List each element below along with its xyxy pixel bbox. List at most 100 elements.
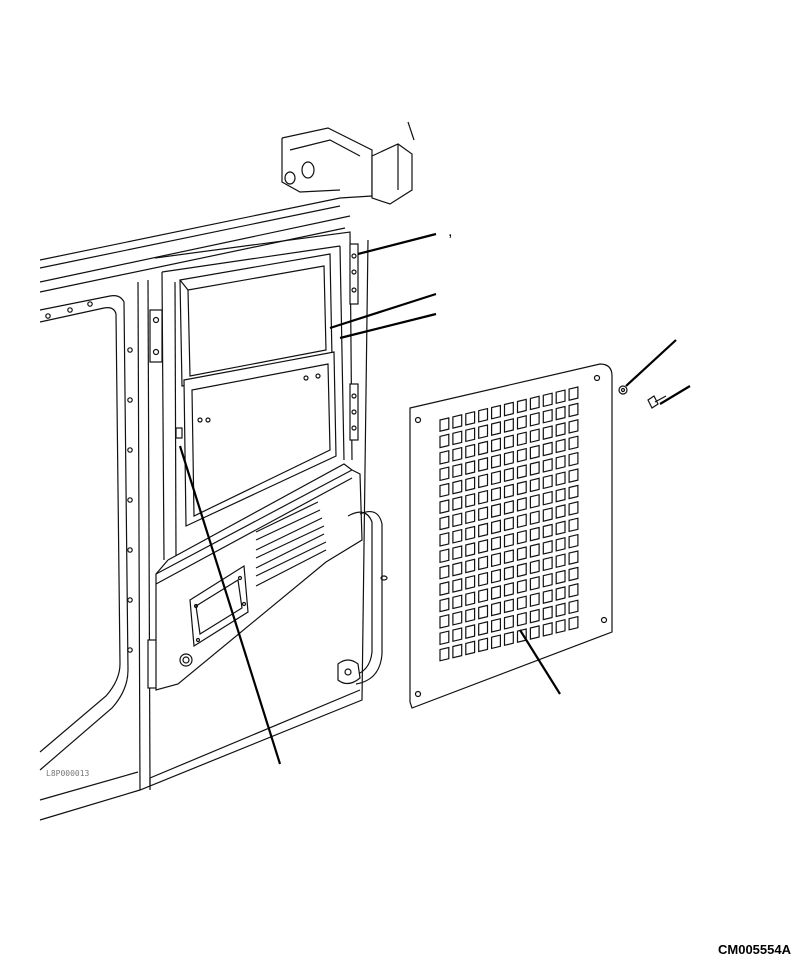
grille-hole bbox=[439, 564, 450, 580]
grille-hole bbox=[452, 512, 463, 528]
grille-hole bbox=[529, 461, 540, 476]
grille-hole bbox=[555, 438, 566, 454]
grille-hole bbox=[503, 450, 514, 466]
leader-line-7 bbox=[178, 445, 282, 765]
grille-hole bbox=[452, 594, 463, 610]
grille-hole bbox=[555, 471, 566, 487]
grille-hole bbox=[491, 585, 501, 600]
leader-line-2 bbox=[329, 292, 437, 330]
grille-hole bbox=[491, 470, 501, 486]
grille-hole bbox=[568, 533, 579, 549]
lower-door-panel bbox=[155, 463, 363, 691]
grille-hole bbox=[465, 624, 476, 639]
grille-hole bbox=[555, 422, 566, 437]
grille-hole bbox=[439, 449, 450, 465]
grille-hole bbox=[555, 454, 566, 470]
grille-hole bbox=[542, 441, 553, 457]
grille-hole bbox=[465, 509, 476, 525]
grille-hole bbox=[516, 415, 527, 430]
grille-hole bbox=[516, 497, 527, 512]
grille-hole bbox=[465, 492, 476, 508]
grille-hole bbox=[529, 608, 540, 624]
leader-line-3 bbox=[339, 312, 437, 340]
nut-icon bbox=[618, 385, 628, 395]
grille-hole bbox=[503, 516, 514, 532]
grille-hole bbox=[478, 473, 489, 489]
grille-hole bbox=[478, 440, 489, 456]
leader-line-1 bbox=[357, 232, 437, 256]
grille-hole bbox=[529, 428, 540, 444]
grille-hole bbox=[555, 520, 566, 536]
grille-hole bbox=[529, 543, 540, 558]
grille-hole bbox=[439, 482, 450, 498]
grille-hole bbox=[491, 503, 501, 518]
serial-label: L8P000013 bbox=[46, 769, 90, 778]
grille-hole bbox=[491, 601, 501, 617]
grille-hole bbox=[465, 591, 476, 607]
grille-hole bbox=[529, 444, 540, 460]
grille-hole bbox=[465, 574, 476, 590]
grille-hole bbox=[568, 501, 579, 516]
grille-hole bbox=[555, 553, 566, 569]
sliding-window-panel bbox=[175, 351, 337, 527]
window-rivets bbox=[45, 301, 133, 653]
grille-hole bbox=[503, 582, 514, 597]
grille-hole bbox=[452, 578, 463, 593]
grille-hole bbox=[555, 569, 566, 585]
grille-hole bbox=[439, 417, 450, 432]
grille-hole bbox=[452, 463, 463, 479]
grille-hole bbox=[503, 631, 514, 647]
grille-hole bbox=[555, 536, 566, 552]
grille-hole bbox=[452, 414, 463, 429]
grille-hole bbox=[568, 451, 579, 467]
grille-hole bbox=[503, 614, 514, 630]
grille-hole bbox=[503, 549, 514, 565]
grille-hole bbox=[516, 562, 527, 578]
grille-hole bbox=[452, 528, 463, 544]
door-frame bbox=[147, 231, 359, 689]
grille-hole bbox=[542, 605, 553, 621]
grille-hole bbox=[516, 595, 527, 611]
grille-hole bbox=[568, 435, 579, 451]
leader-lines bbox=[178, 232, 691, 765]
grille-hole bbox=[478, 522, 489, 538]
grille-hole bbox=[465, 476, 476, 492]
grille-hole bbox=[503, 401, 514, 417]
grille-hole bbox=[542, 572, 553, 588]
door-handle bbox=[337, 511, 388, 685]
grille-hole bbox=[452, 479, 463, 495]
grille-hole bbox=[478, 621, 489, 636]
grille-hole bbox=[491, 568, 501, 584]
grille-hole bbox=[465, 558, 476, 574]
grille-hole bbox=[452, 561, 463, 577]
grille-hole bbox=[452, 627, 463, 643]
grille-hole bbox=[516, 513, 527, 529]
leader-line-5 bbox=[659, 385, 691, 405]
grille-hole bbox=[542, 490, 553, 506]
grille-hole bbox=[503, 483, 514, 499]
grille-hole bbox=[503, 500, 514, 515]
grille-hole bbox=[465, 525, 476, 541]
grille-hole bbox=[439, 630, 450, 646]
grille-hole bbox=[478, 457, 489, 472]
grille-hole bbox=[465, 410, 476, 426]
grille-hole bbox=[452, 496, 463, 511]
grille-hole bbox=[516, 398, 527, 414]
grille-hole bbox=[516, 529, 527, 545]
leader-line-4 bbox=[625, 339, 677, 387]
grille-hole bbox=[529, 592, 540, 608]
grille-hole bbox=[568, 615, 579, 631]
grille-hole bbox=[542, 540, 553, 555]
grille-hole bbox=[568, 599, 579, 615]
grille-hole bbox=[555, 586, 566, 601]
grille-hole bbox=[465, 460, 476, 475]
grille-hole bbox=[478, 588, 489, 604]
grille-hole bbox=[439, 531, 450, 547]
grille-hole bbox=[465, 542, 476, 557]
grille-hole bbox=[491, 617, 501, 633]
grille-hole bbox=[542, 589, 553, 604]
grille-hole bbox=[555, 487, 566, 503]
grille-hole bbox=[491, 634, 501, 650]
leader-line-6 bbox=[519, 629, 561, 695]
